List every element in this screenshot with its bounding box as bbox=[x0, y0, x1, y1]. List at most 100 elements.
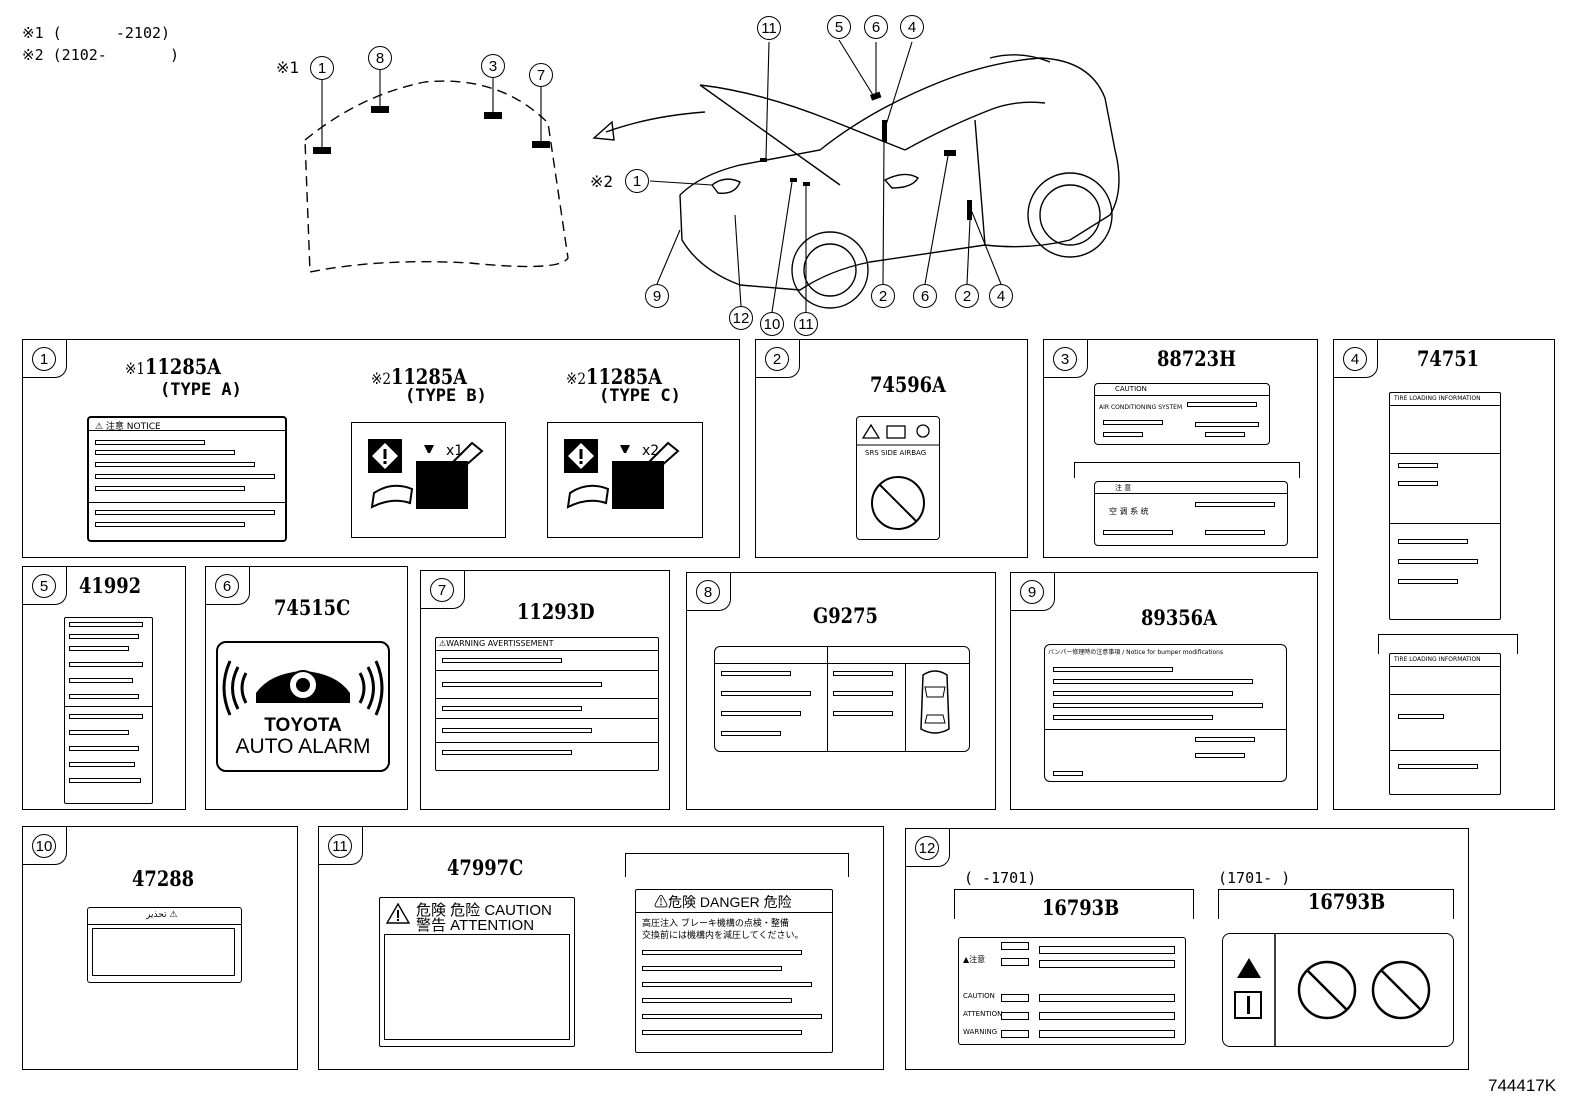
panel-tab bbox=[687, 573, 731, 611]
hood-label-7-mark bbox=[532, 141, 550, 148]
label-47288-head: تحذير ⚠ bbox=[146, 910, 178, 920]
callout-7-hood: 7 bbox=[529, 63, 553, 87]
part-number-type-c: ※211285A bbox=[566, 364, 663, 389]
callout-2-car: 2 bbox=[871, 284, 895, 308]
car-drawing bbox=[679, 54, 1120, 309]
airbag-warning-pictogram bbox=[857, 423, 939, 530]
airbag-text: SRS SIDE AIRBAG bbox=[865, 449, 927, 457]
panel-2: 2 74596A SRS SIDE AIRBAG bbox=[755, 339, 1028, 558]
coolant-warning-pictogram bbox=[368, 439, 484, 509]
panel-number: 2 bbox=[765, 347, 789, 371]
panel-tab bbox=[1334, 340, 1378, 378]
bumper-notice-label: バンパー修理時の注意事項 / Notice for bumper modific… bbox=[1044, 644, 1287, 782]
caution-head-1: 危険 危险 CAUTION bbox=[416, 902, 552, 919]
hood-label-8-mark bbox=[371, 106, 389, 113]
part-number: 89356A bbox=[1141, 605, 1217, 630]
label-g9275 bbox=[714, 646, 970, 752]
panel-tab bbox=[206, 567, 250, 605]
part-number: 11293D bbox=[517, 599, 595, 624]
part-number: 88723H bbox=[1157, 346, 1236, 371]
ac-label-a-text: AIR CONDITIONING SYSTEM bbox=[1099, 404, 1183, 411]
part-number-type-a: ※111285A bbox=[125, 354, 222, 379]
label-type-c: x2 bbox=[547, 422, 703, 538]
panel-tab bbox=[23, 827, 67, 865]
panel-number: 3 bbox=[1053, 347, 1077, 371]
tire-label-a-head: TIRE LOADING INFORMATION bbox=[1394, 395, 1481, 402]
range-b: (1701- ) bbox=[1218, 869, 1291, 887]
panel-number: 5 bbox=[32, 574, 56, 598]
part-number: 74751 bbox=[1417, 346, 1480, 371]
range-a: ( -1701) bbox=[964, 869, 1037, 887]
callout-11-car: 11 bbox=[757, 16, 781, 40]
callout-10-car: 10 bbox=[760, 312, 784, 336]
panel-10: 10 47288 تحذير ⚠ bbox=[22, 826, 298, 1070]
production-note-1: ※1 ( -2102) bbox=[22, 24, 171, 42]
panel-7: 7 11293D ⚠WARNING AVERTISSEMENT bbox=[420, 570, 670, 810]
panel-tab bbox=[1044, 340, 1088, 378]
row-label-4: ATTENTION bbox=[963, 1010, 1003, 1018]
ac-label-b-text: 空 调 系 统 bbox=[1109, 507, 1149, 516]
callout-1-car: 1 bbox=[625, 169, 649, 193]
ac-label-group-bracket bbox=[1074, 462, 1300, 478]
hood-note-mark: ※1 bbox=[276, 58, 300, 77]
auto-alarm-label: TOYOTA AUTO ALARM bbox=[216, 641, 390, 772]
panel-tab bbox=[1011, 573, 1055, 611]
panel-number: 7 bbox=[430, 578, 454, 602]
warning-head: ⚠WARNING AVERTISSEMENT bbox=[439, 639, 554, 648]
panel-number: 6 bbox=[215, 574, 239, 598]
panel-4: 4 74751 TIRE LOADING INFORMATION TIRE LO… bbox=[1333, 339, 1555, 810]
car-note-mark: ※2 bbox=[590, 172, 614, 191]
label-47288: تحذير ⚠ bbox=[87, 907, 242, 983]
coolant-warning-pictogram bbox=[564, 439, 680, 509]
tire-loading-label-a: TIRE LOADING INFORMATION bbox=[1389, 392, 1501, 620]
panel-tab bbox=[319, 827, 363, 865]
hood-drawing bbox=[304, 80, 569, 273]
row-label-5: WARNING bbox=[963, 1028, 998, 1036]
part-number: 41992 bbox=[79, 573, 142, 598]
ac-label-b: 注 意 空 调 系 统 bbox=[1094, 481, 1288, 546]
toyota-text: TOYOTA bbox=[264, 715, 342, 736]
type-c-label: (TYPE C) bbox=[599, 386, 681, 406]
part-number-b: 16793B bbox=[1308, 889, 1386, 914]
callout-9-car: 9 bbox=[645, 284, 669, 308]
panel-tab bbox=[23, 340, 67, 378]
panel-number: 11 bbox=[328, 834, 352, 858]
alarm-car-icon bbox=[222, 660, 384, 716]
car-top-view-icon bbox=[920, 670, 950, 734]
callout-8-hood: 8 bbox=[368, 46, 392, 70]
callout-4-car: 4 bbox=[900, 15, 924, 39]
figure-id: 744417K bbox=[1488, 1076, 1557, 1095]
danger-text-1: 高圧注入 ブレーキ機構の点検・整備 bbox=[642, 919, 789, 929]
callout-6b-car: 6 bbox=[913, 284, 937, 308]
danger-head: ⚠危険 DANGER 危险 bbox=[654, 894, 792, 910]
callout-2b-car: 2 bbox=[955, 284, 979, 308]
quantity-label: x2 bbox=[642, 443, 660, 459]
panel-tab bbox=[756, 340, 800, 378]
row-label-3: CAUTION bbox=[963, 992, 995, 1000]
panel-11: 11 47997C 危険 危险 CAUTION 警告 ATTENTION ⚠危険… bbox=[318, 826, 884, 1070]
warning-label-11293d: ⚠WARNING AVERTISSEMENT bbox=[435, 637, 659, 771]
type-b-label: (TYPE B) bbox=[405, 386, 487, 406]
vehicle-overview-illustration bbox=[304, 39, 1120, 313]
tire-loading-label-b: TIRE LOADING INFORMATION bbox=[1389, 653, 1501, 795]
panel-5: 5 41992 bbox=[22, 566, 186, 810]
part-number: 74515C bbox=[274, 595, 351, 620]
production-note-2: ※2 (2102- ) bbox=[22, 46, 180, 64]
range-a-bracket bbox=[954, 889, 1194, 919]
label-41992 bbox=[64, 617, 153, 804]
danger-label-bracket bbox=[625, 853, 849, 877]
part-number-type-b: ※211285A bbox=[371, 364, 468, 389]
type-a-label: (TYPE A) bbox=[160, 380, 242, 400]
airbag-label: SRS SIDE AIRBAG bbox=[856, 416, 940, 540]
panel-number: 1 bbox=[32, 347, 56, 371]
panel-number: 4 bbox=[1343, 347, 1367, 371]
part-number: 47288 bbox=[132, 866, 195, 891]
part-number: 74596A bbox=[870, 372, 946, 397]
caution-head-2: 警告 ATTENTION bbox=[416, 917, 535, 934]
label-16793b-b bbox=[1222, 933, 1454, 1047]
quantity-label: x1 bbox=[446, 443, 464, 459]
panel-9: 9 89356A バンパー修理時の注意事項 / Notice for bumpe… bbox=[1010, 572, 1318, 810]
tire-label-b-head: TIRE LOADING INFORMATION bbox=[1394, 656, 1481, 663]
panel-number: 9 bbox=[1020, 580, 1044, 604]
